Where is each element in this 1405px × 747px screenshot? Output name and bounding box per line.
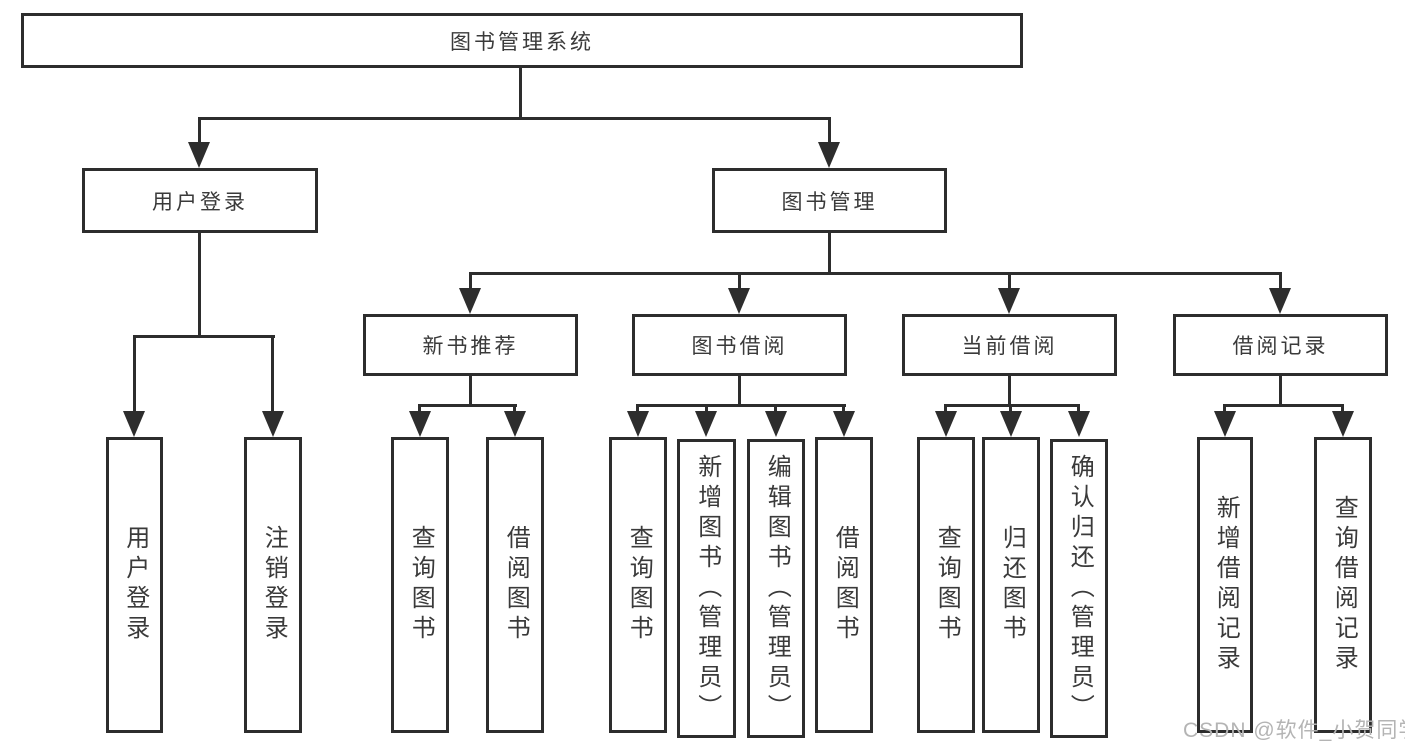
leaf-edit-book-admin-label: 编辑图书（管理员） <box>763 453 791 724</box>
connector-line <box>1223 404 1226 413</box>
connector-line <box>828 117 831 144</box>
arrow-down-icon <box>459 288 481 314</box>
arrow-down-icon <box>833 411 855 437</box>
leaf-add-borrow-record: 新增借阅记录 <box>1197 437 1253 733</box>
connector-line <box>469 272 1282 275</box>
arrow-down-icon <box>627 411 649 437</box>
connector-line <box>469 376 472 407</box>
node-borrow-records: 借阅记录 <box>1173 314 1388 376</box>
connector-line <box>944 404 947 413</box>
arrow-down-icon <box>818 142 840 168</box>
connector-line <box>133 335 275 338</box>
leaf-query-books-current: 查询图书 <box>917 437 975 733</box>
arrow-down-icon <box>1332 411 1354 437</box>
arrow-down-icon <box>935 411 957 437</box>
connector-line <box>1077 404 1080 413</box>
node-user-login: 用户登录 <box>82 168 318 233</box>
leaf-borrow-books-borrow-label: 借阅图书 <box>831 525 859 645</box>
connector-line <box>469 272 472 289</box>
connector-line <box>1341 404 1344 413</box>
leaf-add-book-admin: 新增图书（管理员） <box>677 439 736 738</box>
node-new-book-recommend: 新书推荐 <box>363 314 578 376</box>
connector-line <box>133 335 136 412</box>
arrow-down-icon <box>262 411 284 437</box>
leaf-query-books-recommend-label: 查询图书 <box>407 525 435 645</box>
connector-line <box>738 376 741 407</box>
leaf-logout-label: 注销登录 <box>260 525 288 645</box>
leaf-user-login: 用户登录 <box>106 437 163 733</box>
arrow-down-icon <box>123 411 145 437</box>
connector-line <box>1008 272 1011 289</box>
node-borrow-records-label: 借阅记录 <box>1232 335 1329 358</box>
arrow-down-icon <box>1269 288 1291 314</box>
node-current-borrow: 当前借阅 <box>902 314 1117 376</box>
node-new-book-recommend-label: 新书推荐 <box>422 335 519 358</box>
connector-line <box>738 272 741 289</box>
arrow-down-icon <box>998 288 1020 314</box>
leaf-query-borrow-record: 查询借阅记录 <box>1314 437 1372 733</box>
connector-line <box>418 404 421 413</box>
leaf-return-books-label: 归还图书 <box>998 525 1026 645</box>
connector-line <box>1009 404 1012 413</box>
node-root-label: 图书管理系统 <box>450 30 594 54</box>
leaf-query-borrow-record-label: 查询借阅记录 <box>1330 495 1358 675</box>
connector-line <box>828 233 831 274</box>
leaf-query-books-recommend: 查询图书 <box>391 437 449 733</box>
leaf-edit-book-admin: 编辑图书（管理员） <box>747 439 805 738</box>
leaf-logout: 注销登录 <box>244 437 302 733</box>
node-book-borrow-label: 图书借阅 <box>691 335 788 358</box>
leaf-query-books-borrow-label: 查询图书 <box>625 525 653 645</box>
node-book-management-label: 图书管理 <box>781 190 878 214</box>
connector-line <box>1279 376 1282 407</box>
arrow-down-icon <box>409 411 431 437</box>
arrow-down-icon <box>728 288 750 314</box>
leaf-add-book-admin-label: 新增图书（管理员） <box>693 453 721 724</box>
arrow-down-icon <box>695 411 717 437</box>
connector-line <box>418 404 517 407</box>
node-book-management: 图书管理 <box>712 168 947 233</box>
leaf-borrow-books-recommend-label: 借阅图书 <box>502 525 530 645</box>
leaf-add-borrow-record-label: 新增借阅记录 <box>1212 495 1240 675</box>
connector-line <box>636 404 639 413</box>
arrow-down-icon <box>1000 411 1022 437</box>
leaf-confirm-return-admin-label: 确认归还（管理员） <box>1066 453 1094 724</box>
connector-line <box>1223 404 1344 407</box>
node-current-borrow-label: 当前借阅 <box>961 335 1058 358</box>
arrow-down-icon <box>504 411 526 437</box>
node-user-login-label: 用户登录 <box>152 190 248 214</box>
leaf-query-books-current-label: 查询图书 <box>933 525 961 645</box>
connector-line <box>1008 376 1011 407</box>
leaf-return-books: 归还图书 <box>982 437 1040 733</box>
connector-line <box>842 404 845 413</box>
leaf-user-login-label: 用户登录 <box>121 525 149 645</box>
connector-line <box>198 233 201 337</box>
arrow-down-icon <box>1214 411 1236 437</box>
connector-line <box>705 404 708 413</box>
watermark: CSDN @软件_小贺同学 <box>1183 719 1405 742</box>
leaf-confirm-return-admin: 确认归还（管理员） <box>1050 439 1108 738</box>
arrow-down-icon <box>765 411 787 437</box>
connector-line <box>944 404 1080 407</box>
connector-line <box>513 404 516 413</box>
connector-line <box>198 117 201 144</box>
arrow-down-icon <box>1068 411 1090 437</box>
node-book-borrow: 图书借阅 <box>632 314 847 376</box>
connector-line <box>198 117 831 120</box>
connector-line <box>271 335 274 412</box>
leaf-borrow-books-borrow: 借阅图书 <box>815 437 873 733</box>
connector-line <box>1279 272 1282 289</box>
arrow-down-icon <box>188 142 210 168</box>
connector-line <box>774 404 777 413</box>
connector-line <box>519 67 522 118</box>
leaf-query-books-borrow: 查询图书 <box>609 437 667 733</box>
connector-line <box>636 404 846 407</box>
leaf-borrow-books-recommend: 借阅图书 <box>486 437 544 733</box>
node-root: 图书管理系统 <box>21 13 1023 68</box>
